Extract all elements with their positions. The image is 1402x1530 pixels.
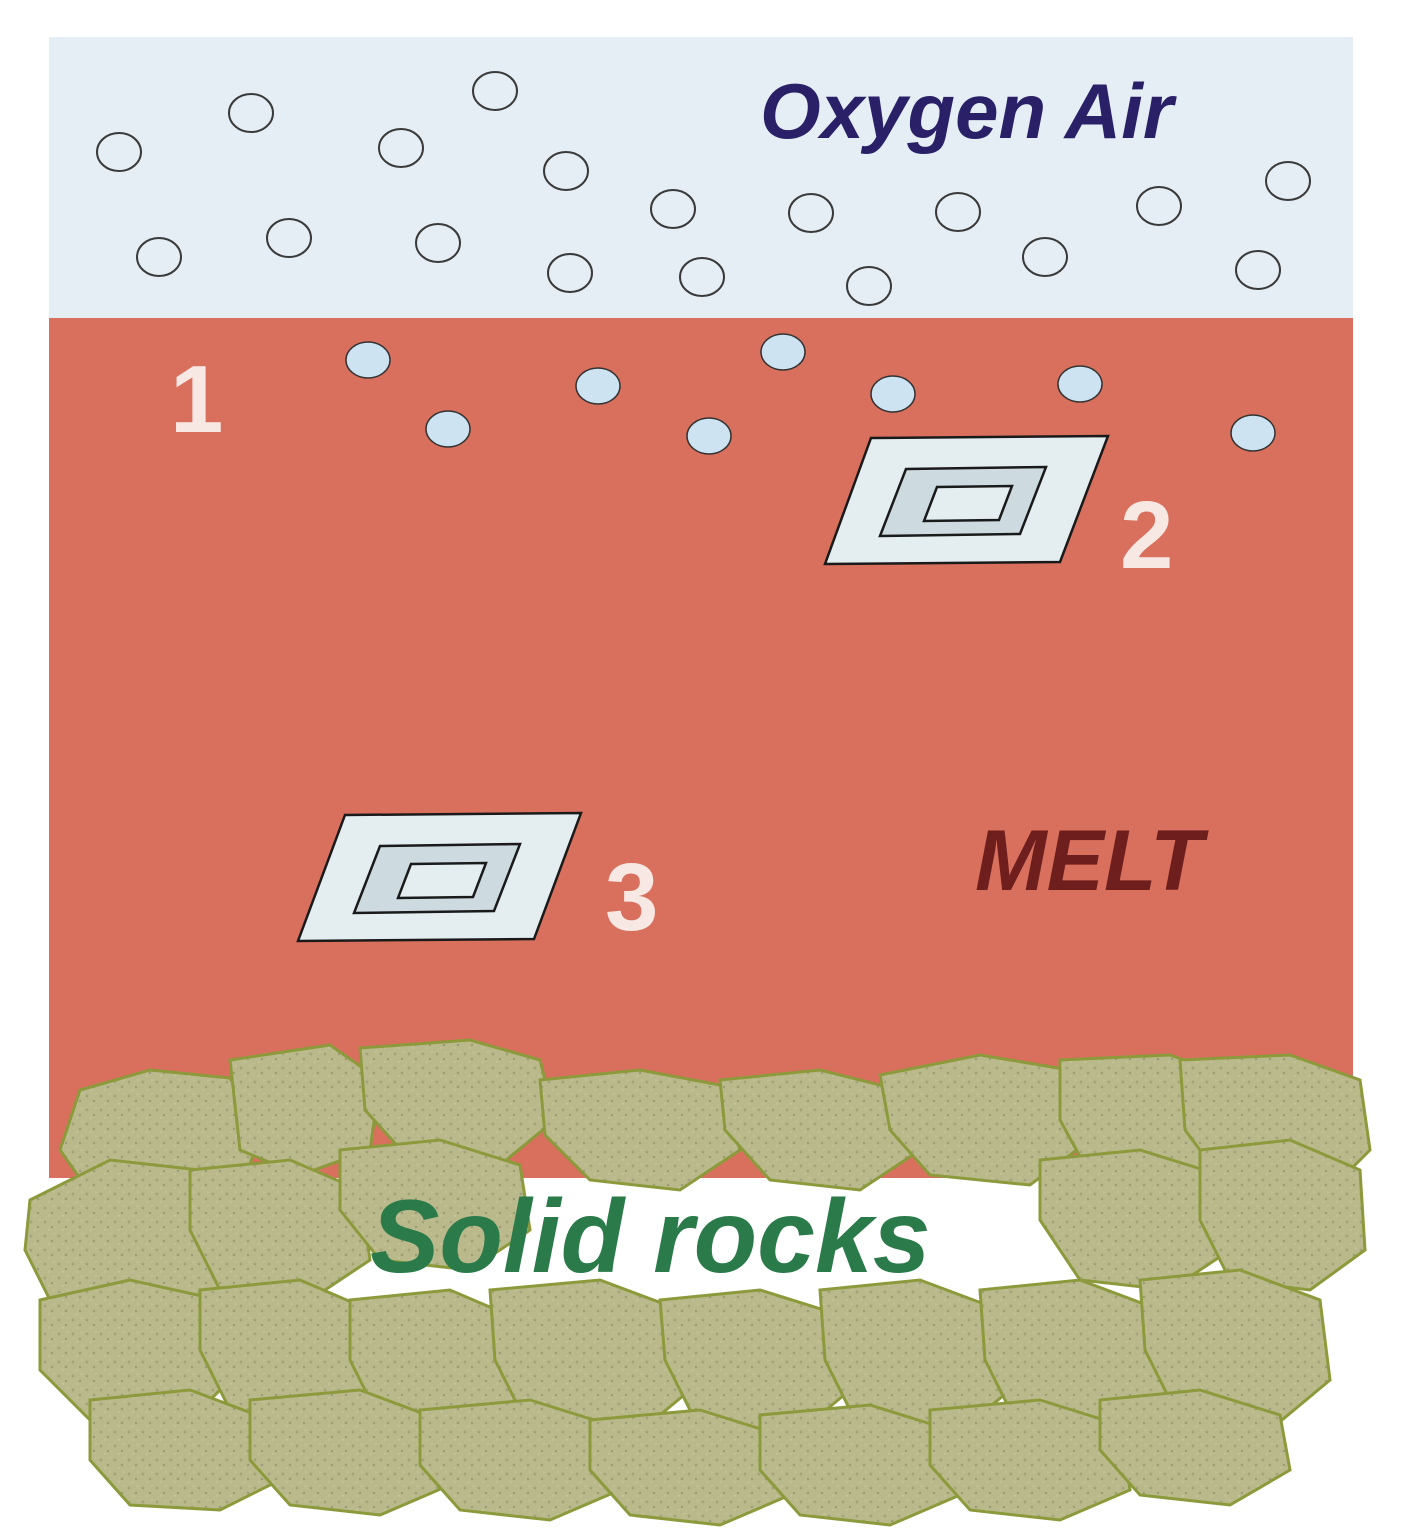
air-label: Oxygen Air [760,67,1177,155]
air-bubble-icon [846,266,892,306]
rock [1098,1388,1292,1507]
rock [248,1388,452,1517]
air-bubble-icon [228,93,274,133]
air-bubble-icon [650,189,696,229]
crystal-2-icon [823,434,1110,566]
air-bubble-icon [1235,250,1281,290]
melt-bubble-icon [575,367,621,405]
air-bubble-icon [136,237,182,277]
melt-bubble-icon [760,333,806,371]
rock [1198,1138,1367,1292]
melt-bubbles [345,333,1276,455]
rocks-label: Solid rocks [370,1179,931,1295]
air-bubble-icon [543,151,589,191]
crystal-3-icon [296,811,583,943]
melt-bubble-icon [870,375,916,413]
air-bubbles [96,71,1311,306]
air-bubble-icon [1022,237,1068,277]
solid-rocks [23,1038,1372,1527]
melt-layer [49,318,1353,1178]
air-layer [49,37,1353,320]
air-bubble-icon [935,192,981,232]
melt-bubble-icon [1057,365,1103,403]
air-bubble-icon [472,71,518,111]
rock [928,1398,1132,1522]
rock [538,1068,742,1192]
air-bubble-icon [266,218,312,258]
label-2: 2 [1120,482,1173,589]
melt-label: MELT [975,813,1209,909]
label-3: 3 [605,844,658,951]
rock [338,1138,532,1272]
air-bubble-icon [1265,161,1311,201]
rock [1038,1148,1232,1292]
air-bubble-icon [679,257,725,297]
melt-bubble-icon [345,341,391,379]
rock [358,1038,557,1167]
rock [588,1408,792,1527]
rock [418,1398,622,1522]
rock [718,1068,922,1192]
air-bubble-icon [378,128,424,168]
rock [188,1158,372,1302]
melt-bubble-icon [686,417,732,455]
air-bubble-icon [547,253,593,293]
air-bubble-icon [415,223,461,263]
air-bubble-icon [788,193,834,233]
rock [88,1388,282,1512]
rock [38,1278,242,1422]
label-1: 1 [170,346,223,453]
melt-bubble-icon [425,410,471,448]
melt-bubble-icon [1230,414,1276,452]
air-bubble-icon [96,132,142,172]
air-bubble-icon [1136,186,1182,226]
rock [758,1403,962,1527]
